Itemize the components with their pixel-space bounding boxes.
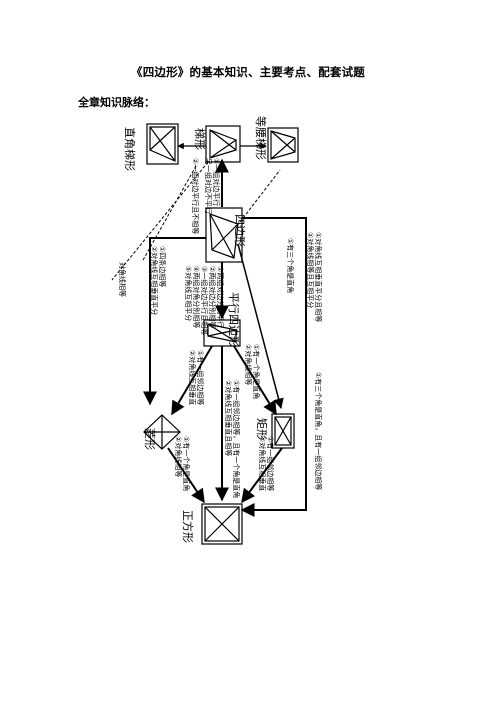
- dashed-line-trapezoid-rhombus: [141, 165, 197, 263]
- shape-right-trapezoid: [146, 123, 179, 165]
- cond-rhombus-square-2: ②对角线相等: [174, 436, 183, 477]
- arrow-parallelogram-to-rhombus: [171, 345, 213, 416]
- shape-rhombus: [143, 414, 181, 450]
- label-isosceles-trapezoid: 等腰梯形: [254, 116, 268, 160]
- node-labels: 直角梯形 梯形 等腰梯形 四边形 平行四边形 菱形 矩形 正方形: [123, 116, 268, 543]
- cond-quad-square-1: ①对角线互相垂直平分且相等: [314, 232, 323, 322]
- cond-rect-square-2: ②对角线互相垂直: [258, 436, 267, 491]
- shape-parallelogram: [203, 319, 241, 347]
- label-parallelogram: 平行四边形: [227, 292, 240, 347]
- label-trapezoid: 梯形: [193, 128, 206, 150]
- dashed-line-trapezoid-left: [111, 161, 209, 281]
- shape-trapezoid: [205, 125, 241, 163]
- cond-para-rhombus-2: ②对角线互相垂直: [188, 350, 197, 405]
- arrow-quad-to-rectangle: [237, 243, 284, 410]
- connectors: [111, 142, 307, 517]
- cond-quad-rhombus-1: ①四条边相等: [158, 246, 167, 287]
- cond-quad-rect-1: ①有三个角是直角: [286, 238, 295, 293]
- label-rhombus: 菱形: [143, 428, 156, 450]
- dashed-line-quad-right: [239, 169, 281, 223]
- cond-quad-rhombus-2: ②对角线互相垂直平分: [150, 246, 159, 315]
- label-right-trapezoid: 直角梯形: [123, 127, 137, 171]
- label-quadrilateral: 四边形: [233, 214, 246, 247]
- arrow-rectangle-to-square: [241, 447, 283, 504]
- cond-rhombus-square-1: ①有一个角是直角: [182, 436, 191, 491]
- cond-quad-square-2: ②对角线相等且互相平分: [306, 232, 315, 308]
- shape-quadrilateral: [205, 207, 243, 263]
- edge-labels: ①一组对边平行， 另一组对边不平行 ②一组对边平行且不相等 ①两组对边分别平行 …: [118, 158, 323, 498]
- cond-quad-para-3: ③一组对边平行且相等: [200, 266, 209, 335]
- cond-para-square-2: ②对角线互相垂直且相等: [224, 380, 233, 456]
- cond-quad-trap-2: 另一组对边不平行: [204, 158, 213, 214]
- arrow-rhombus-to-square: [167, 447, 205, 504]
- cond-quad-para-1: ①两组对边分别平行: [216, 266, 225, 328]
- cond-para-rect-1: ①有一个角是直角: [252, 344, 261, 399]
- cond-quad-trap-1: ①一组对边平行，: [212, 158, 221, 213]
- section-label: 全章知识脉络：: [78, 96, 155, 109]
- cond-quad-para-4: ④两组对角分别相等: [192, 266, 201, 328]
- cond-quad-right-side: ①有三个角是直角，且有一组邻边相等: [314, 372, 323, 490]
- cond-para-rhombus-1: ①有一组邻边相等: [196, 350, 205, 405]
- label-rectangle: 矩形: [255, 418, 268, 440]
- shape-isosceles-trapezoid: [267, 127, 299, 163]
- cond-trap-left: 对角线相等: [118, 262, 127, 297]
- cond-quad-trap-3: ②一组对边平行且不相等: [191, 158, 200, 234]
- cond-quad-para-2: ②两组对边分别相等: [208, 266, 217, 328]
- cond-quad-para-5: ⑤对角线互相平分: [184, 266, 193, 321]
- label-square: 正方形: [181, 510, 195, 543]
- shape-rectangle: [271, 413, 295, 449]
- arrow-parallelogram-to-rectangle: [233, 345, 277, 416]
- cond-para-rect-2: ②对角线相等: [244, 344, 253, 385]
- arrow-quad-to-square: [240, 217, 307, 517]
- cond-rect-square-1: ①有一组邻边相等: [266, 436, 275, 491]
- arrow-quad-to-rhombus: [143, 237, 206, 406]
- shape-square: [201, 503, 243, 545]
- cond-para-square-1: ①有一组邻边相等，且有一个角是直角: [232, 380, 241, 498]
- document-title: 《四边形》的基本知识、主要考点、配套试题: [131, 65, 365, 79]
